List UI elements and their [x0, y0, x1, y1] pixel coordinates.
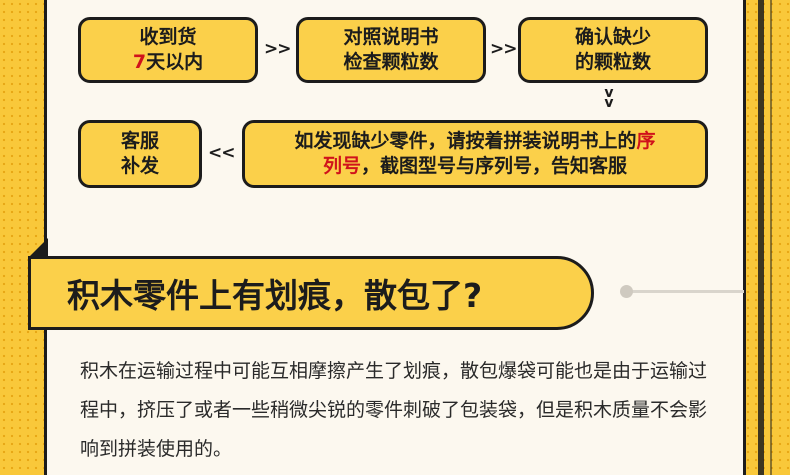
- arrow-down: v v: [601, 85, 617, 111]
- arrow-right-1: >>: [264, 39, 291, 59]
- edge-stripe-thin: [770, 0, 772, 475]
- step-check-line2: 检查颗粒数: [343, 51, 439, 73]
- days-number: 7: [132, 51, 147, 73]
- decorative-dot: [620, 285, 633, 298]
- step-contact-line2: 列号，截图型号与序列号，告知客服: [323, 154, 627, 179]
- step-check-line1: 对照说明书: [343, 26, 439, 48]
- edge-stripe: [758, 0, 764, 475]
- step-receive-line2: 7天以内: [133, 50, 203, 75]
- days-text: 天以内: [146, 51, 204, 73]
- banner-fold: [28, 238, 48, 258]
- step-contact-service: 如发现缺少零件，请按着拼装说明书上的序 列号，截图型号与序列号，告知客服: [242, 120, 708, 188]
- step-confirm-line1: 确认缺少: [574, 26, 651, 48]
- decorative-line: [626, 290, 744, 293]
- arrow-right-2: >>: [490, 39, 517, 59]
- section-title: 积木零件上有划痕，散包了?: [28, 256, 594, 330]
- step-reissue-line2: 补发: [120, 155, 159, 177]
- step-reissue-line1: 客服: [120, 130, 159, 152]
- step-receive-goods: 收到货 7天以内: [78, 17, 258, 83]
- arrow-left: <<: [208, 143, 235, 163]
- serial-highlight-1: 序: [636, 130, 656, 152]
- arrow-down-chevron-2: v: [604, 95, 614, 111]
- step-confirm-missing: 确认缺少 的颗粒数: [518, 17, 708, 83]
- step-contact-line1: 如发现缺少零件，请按着拼装说明书上的序: [294, 129, 655, 154]
- step-reissue: 客服 补发: [78, 120, 202, 188]
- serial-highlight-2: 列号: [322, 155, 361, 177]
- step-contact-text2: ，截图型号与序列号，告知客服: [361, 155, 628, 177]
- arrow-down-chevron-1: v: [604, 85, 614, 101]
- section-paragraph: 积木在运输过程中可能互相摩擦产生了划痕，散包爆袋可能也是由于运输过程中，挤压了或…: [80, 360, 708, 460]
- step-receive-line1: 收到货: [139, 26, 197, 48]
- step-confirm-line2: 的颗粒数: [574, 51, 651, 73]
- step-contact-text1: 如发现缺少零件，请按着拼装说明书上的: [294, 130, 637, 152]
- step-check-manual: 对照说明书 检查颗粒数: [296, 17, 486, 83]
